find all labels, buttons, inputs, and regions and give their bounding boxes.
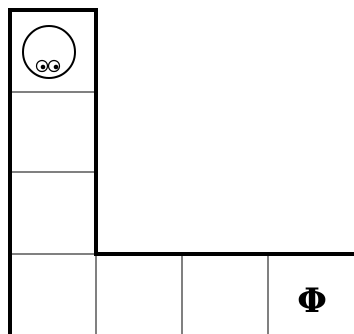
character-icon <box>23 26 75 78</box>
goal-symbol: Φ <box>297 281 327 321</box>
character-pupil-left <box>41 65 46 70</box>
character-body <box>23 26 75 78</box>
character-pupil-right <box>54 65 59 70</box>
